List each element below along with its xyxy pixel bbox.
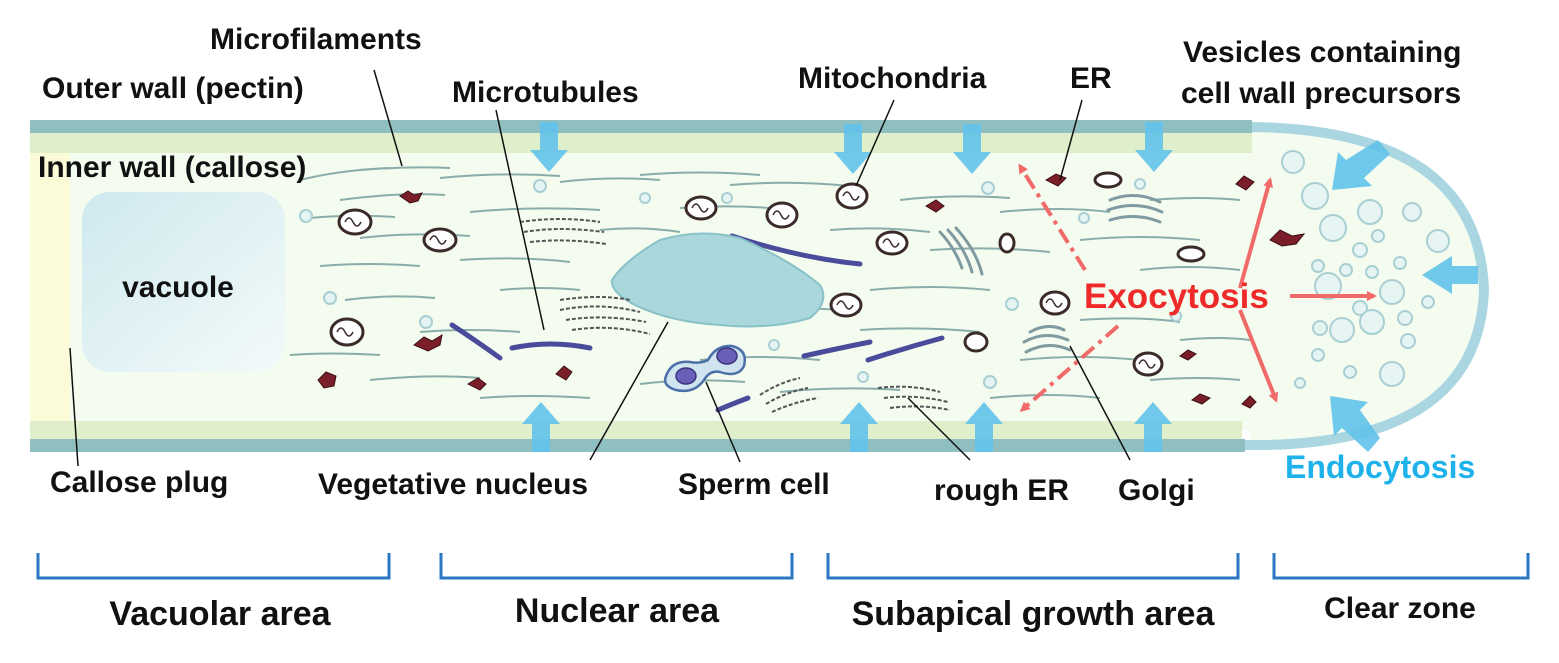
outer-wall-bottom [30, 439, 1245, 452]
arrow-up-2 [840, 402, 878, 452]
arrow-down-1 [530, 122, 568, 172]
area-clear-zone: Clear zone [1324, 592, 1476, 625]
label-exocytosis: Exocytosis [1084, 277, 1269, 316]
arrow-up-3 [965, 402, 1003, 452]
exocytosis-arrows [1018, 163, 1377, 412]
mitochondria [329, 171, 1206, 377]
vesicles [299, 150, 1450, 389]
exo-arrow-lower-left [1019, 324, 1120, 412]
arrow-tip-top [1332, 140, 1390, 190]
exo-arrow-up [1238, 177, 1273, 289]
er-fragments [317, 173, 1306, 409]
label-inner-wall: Inner wall (callose) [38, 151, 306, 184]
label-rough-er: rough ER [934, 474, 1069, 507]
arrow-tip-middle [1422, 256, 1478, 294]
arrow-down-2 [834, 124, 872, 174]
arrow-up-4 [1134, 402, 1172, 452]
exo-arrow-down [1238, 309, 1279, 403]
area-brackets [36, 553, 1530, 580]
area-nuclear: Nuclear area [515, 592, 720, 630]
rough-er [519, 218, 951, 413]
sperm-cell [663, 344, 746, 393]
arrow-up-1 [522, 402, 560, 452]
outer-wall-top [30, 120, 1252, 133]
label-sperm-cell: Sperm cell [678, 468, 830, 501]
area-vacuolar: Vacuolar area [109, 595, 331, 633]
microfilaments [289, 166, 1251, 399]
label-er: ER [1070, 62, 1112, 95]
label-microfilaments: Microfilaments [210, 23, 422, 56]
vacuole-label: vacuole [122, 271, 234, 304]
bracket-clear-zone [1272, 553, 1530, 580]
callose-plug [30, 153, 70, 421]
golgi [938, 194, 1164, 354]
bracket-vacuolar [36, 553, 391, 580]
inner-wall-top [30, 133, 1252, 153]
label-golgi: Golgi [1118, 474, 1195, 507]
blue-arrows [522, 122, 1478, 452]
arrow-down-3 [953, 124, 991, 174]
label-outer-wall: Outer wall (pectin) [42, 72, 304, 105]
label-vegetative-nucleus: Vegetative nucleus [318, 468, 588, 501]
label-vesicles-line2: cell wall precursors [1181, 77, 1461, 110]
area-subapical: Subapical growth area [852, 595, 1216, 633]
label-callose-plug: Callose plug [50, 466, 228, 499]
bracket-nuclear [439, 553, 794, 580]
mitochondria-cristae [336, 191, 1156, 369]
exo-arrow-upper-left [1018, 163, 1087, 272]
leader-lines [69, 69, 1131, 467]
label-microtubules: Microtubules [452, 76, 639, 109]
bracket-subapical [826, 553, 1240, 580]
arrow-down-4 [1135, 122, 1173, 172]
inner-wall-bottom [30, 421, 1242, 439]
label-endocytosis: Endocytosis [1285, 449, 1475, 485]
label-vesicles-line1: Vesicles containing [1183, 36, 1461, 69]
arrow-tip-bottom [1330, 396, 1380, 452]
vegetative-nucleus [610, 232, 825, 328]
vacuole [82, 192, 285, 372]
label-mitochondria: Mitochondria [798, 62, 987, 95]
